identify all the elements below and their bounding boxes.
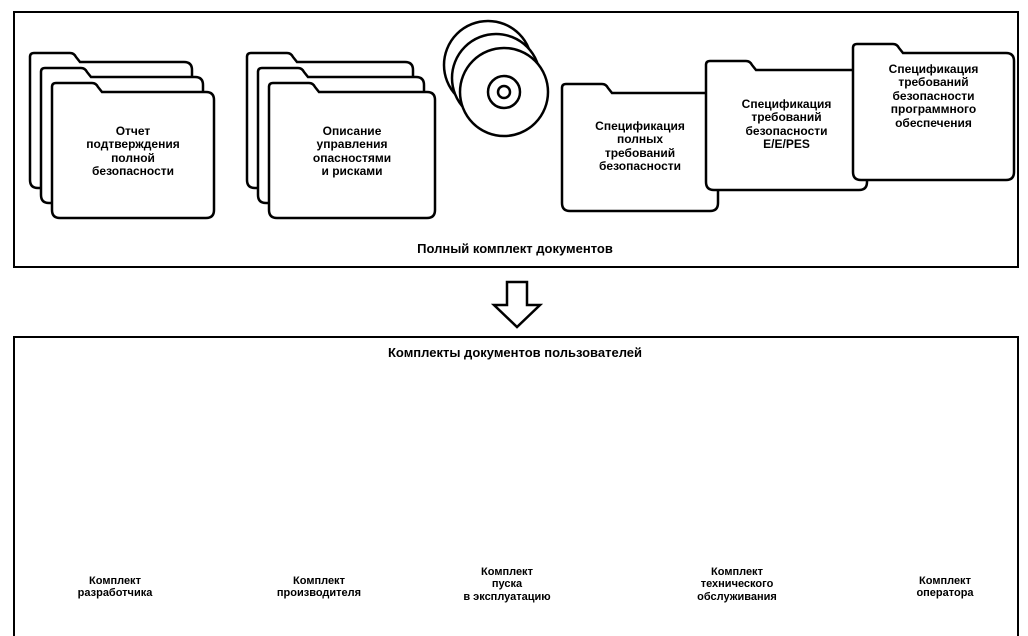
doc-label-software-spec: Спецификация требований безопасности про… xyxy=(888,62,979,130)
kit-label-maintenance: Комплект технического обслуживания xyxy=(697,566,777,603)
kit-label-operator: Комплект оператора xyxy=(916,575,974,600)
user-document-sets-panel xyxy=(13,336,1019,636)
cd-disc-stack-icon xyxy=(442,19,550,138)
doc-label-ep-pep-spec: Спецификация требований безопасности E/E… xyxy=(741,97,832,152)
doc-label-hazard-risk: Описание управления опасностями и рискам… xyxy=(312,124,392,179)
folder-stack-validation-report xyxy=(28,51,216,220)
doc-label-validation-report: Отчет подтверждения полной безопасности xyxy=(86,124,180,179)
kit-label-commissioning: Комплект пуска в эксплуатацию xyxy=(463,566,551,603)
full-document-set-title: Полный комплект документов xyxy=(417,241,613,256)
kit-label-developer: Комплект разработчика xyxy=(77,575,153,600)
folder-stack-hazard-risk xyxy=(245,51,437,220)
user-document-sets-title: Комплекты документов пользователей xyxy=(387,345,643,360)
folder-software-spec xyxy=(851,42,1016,182)
down-arrow-icon xyxy=(490,280,544,329)
doc-label-full-safety-spec: Спецификация полных требований безопасно… xyxy=(595,119,685,174)
kit-label-manufacturer: Комплект производителя xyxy=(276,575,362,600)
